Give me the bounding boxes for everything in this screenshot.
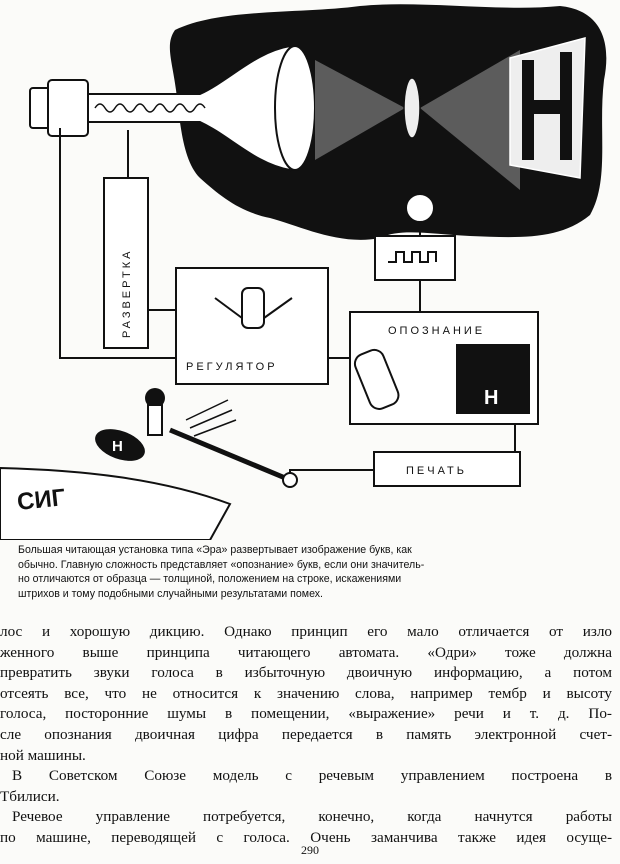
photocell xyxy=(405,193,435,223)
stamp-arm xyxy=(169,427,291,483)
lens xyxy=(403,77,421,139)
body-text: лос и хорошую дикцию. Однако принцип его… xyxy=(0,622,612,849)
caption-line: штрихов и тому подобными случайными резу… xyxy=(18,587,323,600)
printed-fragment: СИГ xyxy=(16,484,67,516)
regulator-robot xyxy=(241,287,265,329)
caption-line: обычно. Главную сложность представляет «… xyxy=(18,558,425,571)
recognition-robot xyxy=(353,348,400,410)
caption-line: Большая читающая установка типа «Эра» ра… xyxy=(18,544,412,556)
text-line: ной машины. xyxy=(0,746,86,764)
text-line: Речевое управление потребуется, конечно,… xyxy=(12,808,612,826)
projection-beam xyxy=(315,60,405,160)
projection-beam-2 xyxy=(420,50,520,190)
motion-lines xyxy=(185,399,237,437)
text-line: Тбилиси. xyxy=(0,787,60,805)
text-line: по машине, переводящей с голоса. Очень з… xyxy=(0,828,612,846)
text-line: сле опознания двоичная цифра передается … xyxy=(0,725,612,743)
print-label: ПЕЧАТЬ xyxy=(406,465,467,477)
paper-sheet xyxy=(0,466,232,540)
reading-machine-illustration: РАЗВЕРТКА РЕГУЛЯТОР ОПОЗНАНИЕ Н ПЕЧАТЬ Н… xyxy=(0,4,607,540)
letter-raster xyxy=(509,37,586,179)
scan-label: РАЗВЕРТКА xyxy=(121,249,133,338)
page-number: 290 xyxy=(301,843,319,857)
stamp: Н xyxy=(95,388,165,461)
recognition-letter: Н xyxy=(484,387,498,409)
text-line: лос и хорошую дикцию. Однако принцип его… xyxy=(0,623,612,640)
text-line: голоса, посторонние шумы в помещении, «в… xyxy=(0,705,612,723)
scan-box xyxy=(103,177,149,349)
recognition-label: ОПОЗНАНИЕ xyxy=(388,325,485,337)
stamp-letter: Н xyxy=(112,438,123,455)
text-line: превратить звуки голоса в избыточную дво… xyxy=(0,664,612,682)
regulator-label: РЕГУЛЯТОР xyxy=(186,361,278,373)
text-line: женного выше принципа читающего автомата… xyxy=(0,643,612,661)
crt-tube xyxy=(29,44,316,172)
signal-box xyxy=(374,235,456,281)
recognition-pattern xyxy=(456,344,530,414)
electron-beam-coil xyxy=(94,103,206,113)
figure-caption: Большая читающая установка типа «Эра» ра… xyxy=(18,543,602,601)
caption-line: но отличаются от образца — толщиной, пол… xyxy=(18,573,402,585)
text-line: В Советском Союзе модель с речевым управ… xyxy=(12,767,612,785)
text-line: отсеять все, что не относится к значению… xyxy=(0,684,612,702)
